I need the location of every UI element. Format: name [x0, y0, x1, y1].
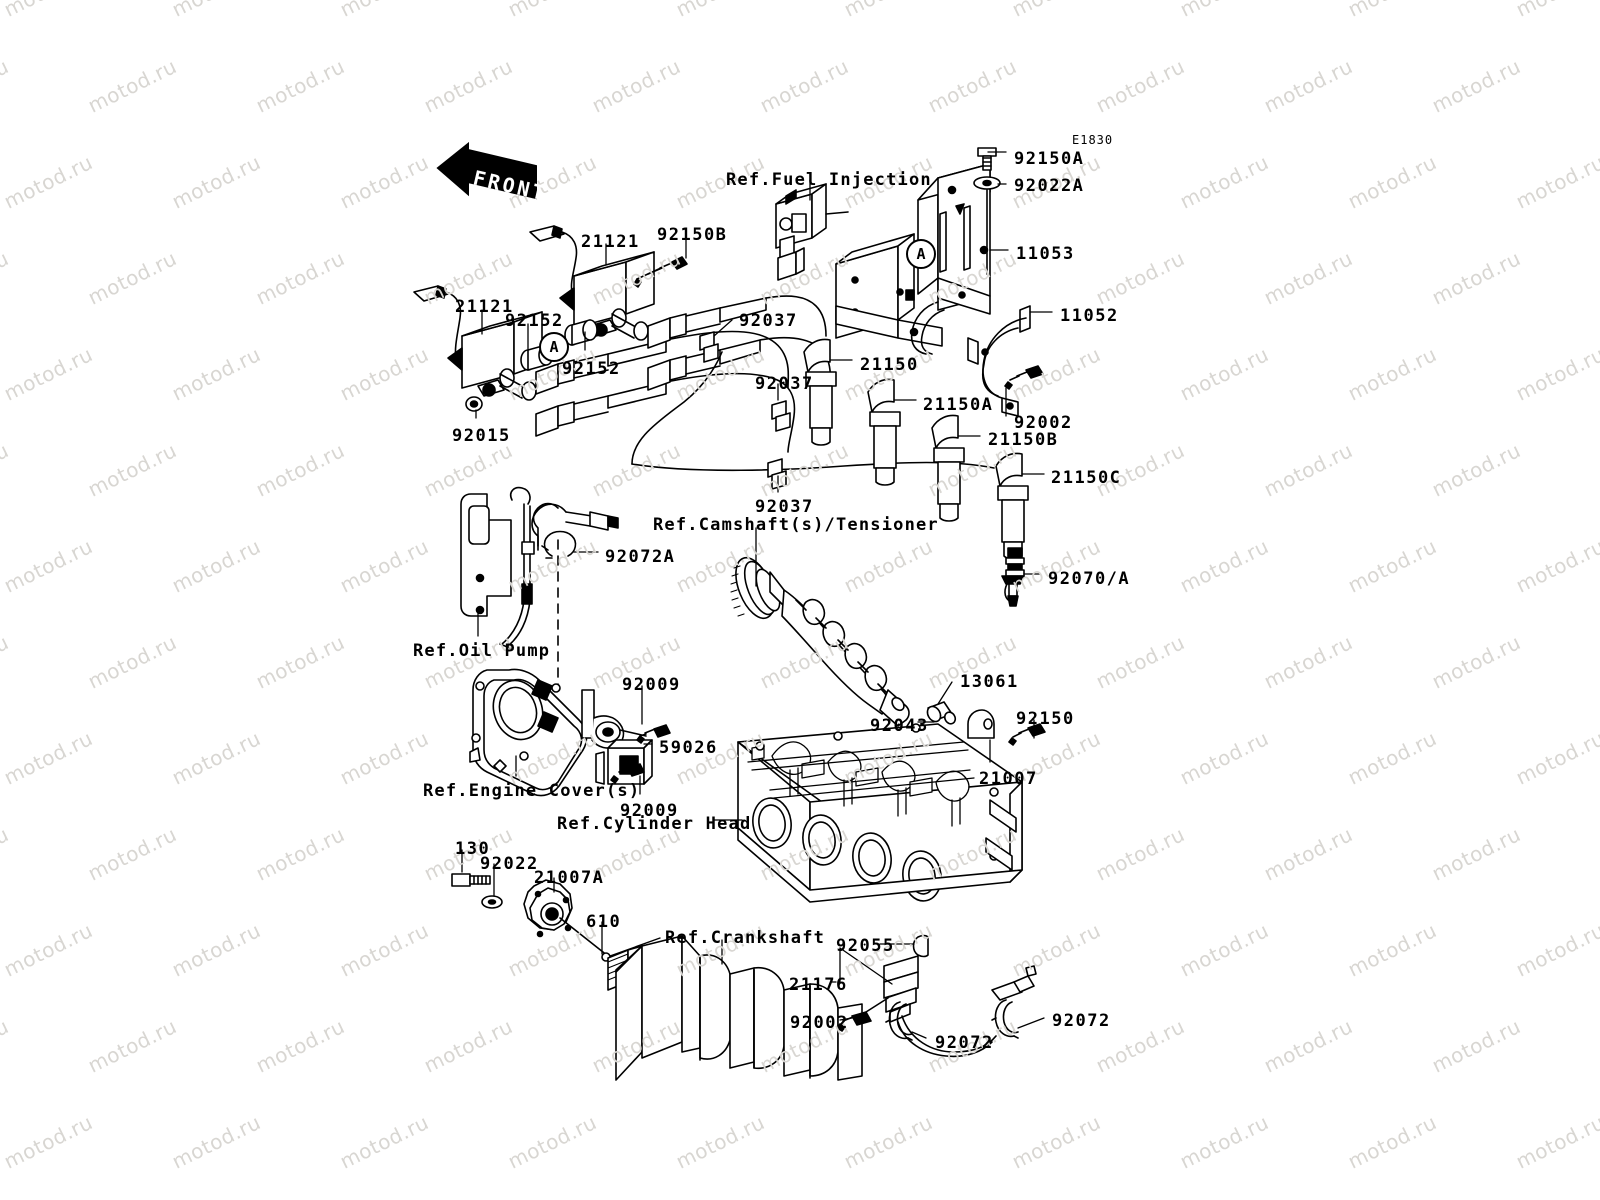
- washer-92022A: [973, 176, 1001, 190]
- bracket-11053: [917, 163, 991, 315]
- reference-label: Ref.Engine Cover(s): [423, 781, 641, 801]
- part-number-label: 92150: [1016, 709, 1075, 729]
- part-number-label: 92055: [836, 936, 895, 956]
- crankshaft: [607, 935, 863, 1081]
- part-number-label: 92072: [935, 1033, 994, 1053]
- part-number-label: 92009: [620, 801, 679, 821]
- reference-label: Ref.Oil Pump: [413, 641, 551, 661]
- part-number-label: 11053: [1016, 244, 1075, 264]
- part-number-label: 92150A: [1014, 149, 1085, 169]
- reference-label: Ref.Crankshaft: [665, 928, 826, 948]
- ignition-coil-upper: [529, 225, 655, 341]
- part-number-label: 13061: [960, 672, 1019, 692]
- camshaft: [730, 556, 910, 727]
- part-number-label: 11052: [1060, 306, 1119, 326]
- diagram-code: E1830: [1072, 133, 1114, 147]
- part-number-label: 92009: [622, 675, 681, 695]
- part-number-label: 92002: [1014, 413, 1073, 433]
- dipstick: [499, 486, 535, 649]
- part-number-label: 92152: [562, 359, 621, 379]
- part-number-label: 92002: [790, 1013, 849, 1033]
- cylinder-head: [737, 723, 1023, 903]
- spark-plug-leads: [535, 295, 995, 472]
- spark-plug-92070: [1001, 547, 1025, 607]
- part-number-label: 92043: [870, 716, 929, 736]
- reference-label: Ref.Camshaft(s)/Tensioner: [653, 515, 939, 535]
- bolt-92002-upper: [1004, 365, 1044, 390]
- water-temp-sensor-assembly: [836, 934, 1037, 1058]
- part-number-label: 92037: [755, 374, 814, 394]
- part-number-label: 92015: [452, 426, 511, 446]
- fuel-injection-module: [775, 183, 849, 281]
- part-number-label: 21150: [860, 355, 919, 375]
- part-number-label: 92072A: [605, 547, 676, 567]
- clip-92037: [699, 331, 791, 490]
- crank-sprocket-assembly: [451, 873, 611, 962]
- engine-cover: [469, 668, 588, 797]
- bolt-92150B: [633, 256, 688, 288]
- part-number-label: 92022: [480, 854, 539, 874]
- callout-circle-a-left: A: [539, 332, 569, 362]
- part-number-label: 610: [586, 912, 622, 932]
- part-number-label: 21176: [789, 975, 848, 995]
- part-number-label: 92022A: [1014, 176, 1085, 196]
- part-number-label: 21007: [979, 769, 1038, 789]
- part-number-label: 92072: [1052, 1011, 1111, 1031]
- part-number-label: 59026: [659, 738, 718, 758]
- leader-lines: [461, 151, 1053, 1039]
- part-number-label: 130: [455, 839, 491, 859]
- part-number-label: 21150B: [988, 430, 1059, 450]
- reference-label: Ref.Fuel Injection: [726, 170, 932, 190]
- front-arrow-shape: [436, 141, 537, 200]
- part-number-label: 92070/A: [1048, 569, 1131, 589]
- plug-caps: [803, 338, 1029, 560]
- fastener-92150A: [977, 147, 997, 171]
- reference-label: Ref.Cylinder Head: [557, 814, 752, 834]
- part-number-label: 21150A: [923, 395, 994, 415]
- part-number-label: 21121: [581, 232, 640, 252]
- callout-circle-a-right: A: [906, 239, 936, 269]
- part-number-label: 92037: [739, 311, 798, 331]
- part-number-label: 21007A: [534, 868, 605, 888]
- part-number-label: 92037: [755, 497, 814, 517]
- part-number-label: 21150C: [1051, 468, 1122, 488]
- part-number-label: 92152: [505, 311, 564, 331]
- oil-pump-plate: [460, 493, 512, 617]
- cam-sensor-hose: [531, 502, 619, 691]
- part-number-label: 21121: [455, 297, 514, 317]
- bracket-lower: [835, 233, 945, 355]
- front-direction-arrow: FRONT: [432, 141, 552, 226]
- part-number-label: 92150B: [657, 225, 728, 245]
- sensor-59026: [581, 689, 671, 785]
